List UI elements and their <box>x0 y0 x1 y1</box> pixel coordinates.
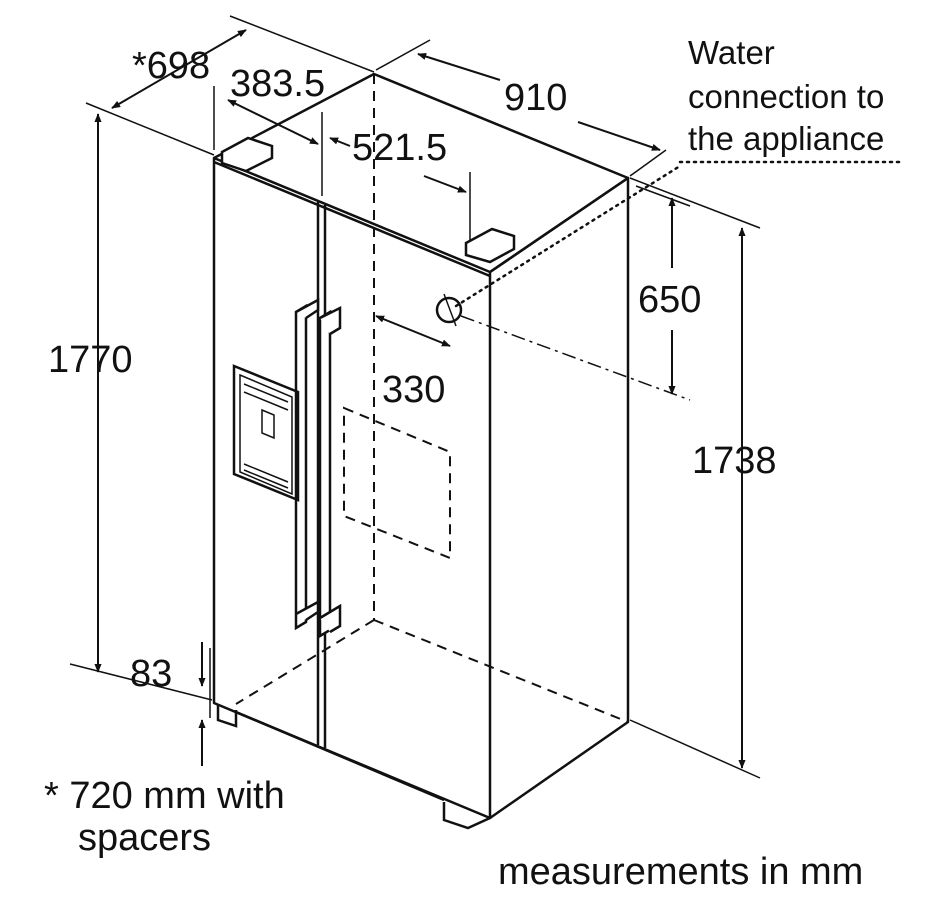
units-note: measurements in mm <box>498 851 863 893</box>
label-521-5: 521.5 <box>352 127 447 169</box>
arrow-910-left <box>417 53 501 81</box>
label-1770: 1770 <box>48 339 133 381</box>
water-connection-point <box>435 293 463 327</box>
label-698: *698 <box>132 45 210 87</box>
appliance-body <box>212 72 630 820</box>
arrow-383-5 <box>227 99 319 145</box>
label-1738: 1738 <box>692 440 777 482</box>
door-handles <box>294 297 342 639</box>
dimension-arrows <box>94 29 746 769</box>
arrow-521-5-left <box>329 137 351 147</box>
footnote-line1: * 720 mm with <box>44 775 285 817</box>
label-650: 650 <box>638 279 701 321</box>
water-note-line2: connection to <box>688 78 884 115</box>
water-leader <box>454 160 902 308</box>
dispenser <box>232 364 300 502</box>
extension-lines <box>69 15 761 779</box>
water-note-line3: the appliance <box>688 120 884 157</box>
water-note-line1: Water <box>688 34 775 71</box>
hidden-edges <box>235 74 629 723</box>
label-910: 910 <box>504 77 567 119</box>
plinth <box>216 704 491 830</box>
label-330: 330 <box>382 369 445 411</box>
reference-lines <box>460 315 691 401</box>
door-divider <box>213 160 491 748</box>
arrow-330 <box>375 315 451 347</box>
label-383-5: 383.5 <box>230 63 325 105</box>
top-spacer-brackets <box>220 136 516 264</box>
arrow-521-5-right <box>423 175 467 193</box>
footnote-line2: spacers <box>78 817 211 859</box>
side-face <box>489 176 630 820</box>
arrow-910-right <box>577 121 661 151</box>
arrow-698 <box>111 29 247 109</box>
label-83: 83 <box>130 653 172 695</box>
